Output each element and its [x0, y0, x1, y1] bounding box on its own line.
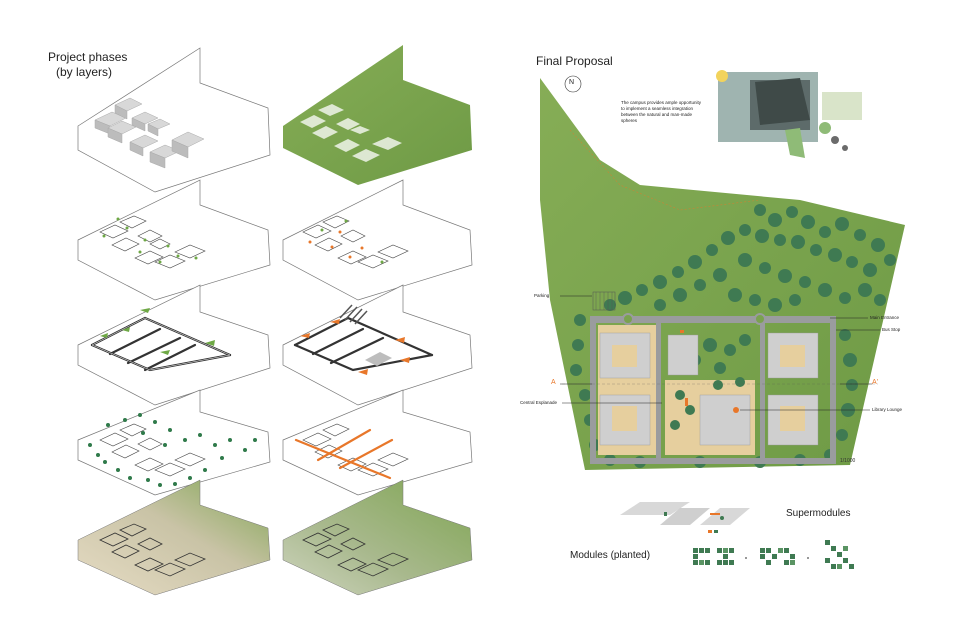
modules-planted-title: Modules (planted) — [570, 550, 651, 561]
label-central-esplanade: Central Esplanade — [520, 400, 558, 405]
concept-collage-image — [716, 68, 866, 158]
layer-1-left — [77, 47, 271, 193]
label-main-entrance: Main Entrance — [870, 315, 900, 320]
phases-title-line1: Project phases — [48, 50, 128, 64]
label-section-a: A — [551, 379, 556, 386]
phases-title-line2: (by layers) — [56, 65, 113, 79]
label-library-lounge: Library Lounge — [872, 407, 903, 412]
label-parking: Parking — [534, 293, 550, 298]
layer-5-right — [282, 479, 473, 596]
description-line-1: The campus provides ample opportunity — [621, 100, 702, 105]
description-line-4: spheres — [621, 118, 638, 123]
supermodules-diagram — [620, 502, 750, 533]
layer-5-left — [77, 479, 271, 596]
label-bus-stop: Bus Stop — [882, 327, 901, 332]
site-plan — [540, 78, 905, 470]
layer-4-left — [77, 389, 271, 496]
layer-4-right — [282, 389, 473, 496]
final-proposal-title: Final Proposal — [536, 54, 613, 68]
layer-3-left — [77, 284, 271, 406]
phases-title: Project phases (by layers) — [48, 50, 127, 80]
description-line-3: between the natural and man-made — [621, 112, 693, 117]
supermodules-title: Supermodules — [786, 508, 851, 519]
north-label: N — [569, 79, 575, 86]
description-line-2: to implement a seamless integration — [621, 106, 694, 111]
scale-label: 1/1000 — [840, 458, 856, 464]
proposal-description: The campus provides ample opportunity to… — [621, 100, 716, 124]
label-section-a-prime: A' — [872, 379, 879, 386]
layer-1-right — [283, 45, 472, 185]
layer-3-right — [282, 284, 473, 406]
layer-2-left — [77, 179, 271, 301]
north-arrow-icon — [564, 75, 582, 93]
planted-modules-diagram — [693, 540, 854, 569]
layer-2-right — [282, 179, 473, 301]
